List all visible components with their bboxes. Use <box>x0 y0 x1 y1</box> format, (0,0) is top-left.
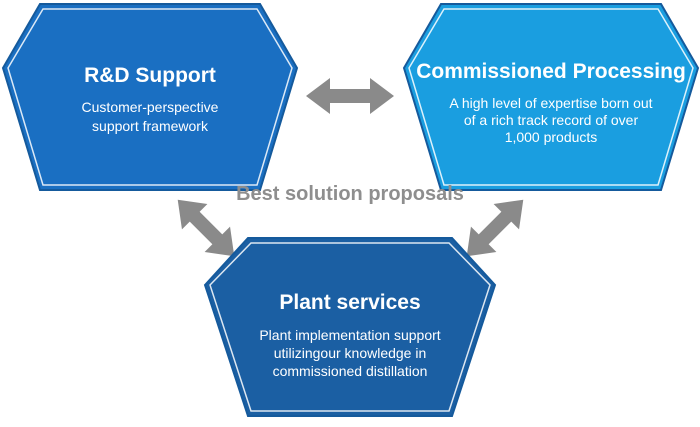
arrow-commissioned-plant <box>466 199 524 257</box>
hexagon-commissioned <box>402 3 700 191</box>
plant-line-1: Plant implementation support <box>259 327 440 343</box>
commissioned-title: Commissioned Processing <box>416 60 686 83</box>
rd-title: R&D Support <box>84 64 216 87</box>
plant-line-3: commissioned distillation <box>273 363 428 379</box>
hexagon-plant <box>203 237 497 417</box>
node-rd-support: R&D Support Customer-perspective support… <box>1 3 299 191</box>
plant-title: Plant services <box>279 291 420 314</box>
plant-line-2: utilizingour knowledge in <box>274 345 427 361</box>
node-commissioned-processing: Commissioned Processing A high level of … <box>402 3 700 191</box>
arrows <box>177 78 524 257</box>
node-plant-services: Plant services Plant implementation supp… <box>203 237 497 417</box>
commissioned-line-2: of a rich track record of over <box>464 112 639 128</box>
arrow-rd-plant <box>177 199 235 257</box>
center-label: Best solution proposals <box>236 183 464 205</box>
commissioned-line-1: A high level of expertise born out <box>449 95 652 111</box>
rd-line-2: support framework <box>92 118 209 134</box>
arrow-rd-commissioned <box>306 78 394 114</box>
rd-line-1: Customer-perspective <box>82 99 219 115</box>
hexagon-rd <box>1 3 299 191</box>
commissioned-line-3: 1,000 products <box>505 129 598 145</box>
